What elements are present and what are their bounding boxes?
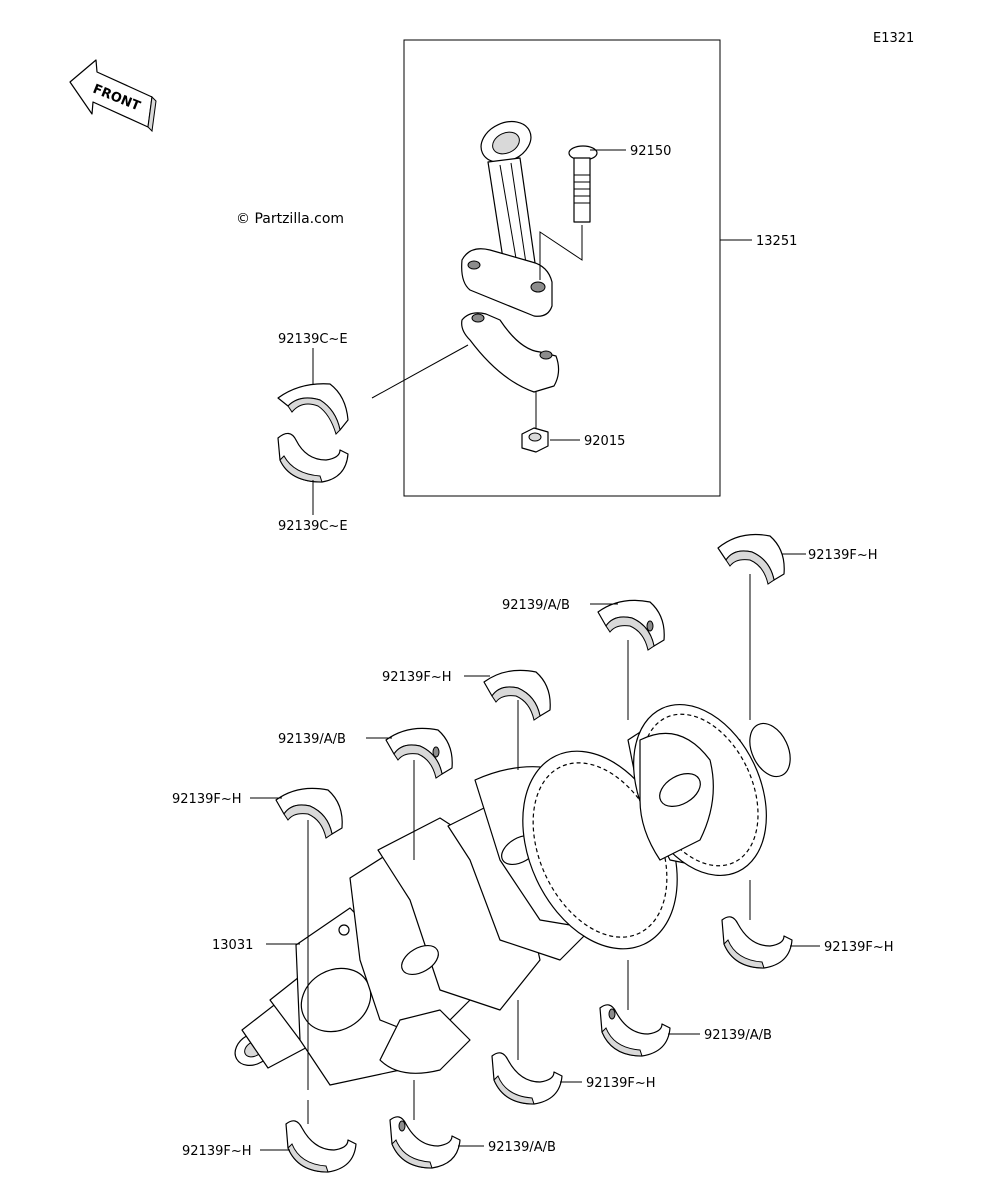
main-bearing-5 [275,787,343,839]
callout-92139ce-bottom: 92139C~E [278,519,348,534]
callout-92139ab-b: 92139/A/B [278,732,346,747]
main-bearing-9 [389,1116,461,1169]
main-bearing-2 [597,599,665,651]
main-bearing-3 [483,669,551,721]
callout-92139fh-a: 92139F~H [808,548,878,563]
callout-92139fh-e: 92139F~H [586,1076,656,1091]
callout-92139ce-top: 92139C~E [278,332,348,347]
main-bearing-8 [491,1052,563,1105]
callout-13031: 13031 [212,938,253,953]
callout-13251: 13251 [756,234,797,249]
front-arrow-icon: FRONT [69,59,157,133]
callout-92150: 92150 [630,144,671,159]
connecting-rod-cap [461,312,560,393]
callout-92139ab-a: 92139/A/B [502,598,570,613]
connecting-rod [461,120,553,317]
callout-92139fh-d: 92139F~H [824,940,894,955]
nut-92015 [521,427,549,453]
main-bearing-10 [285,1120,357,1173]
callout-92139fh-c: 92139F~H [172,792,242,807]
bolt-leader-line [539,225,583,280]
bolt-92150 [568,145,598,223]
callout-92139fh-f: 92139F~H [182,1144,252,1159]
callout-92139ab-d: 92139/A/B [488,1140,556,1155]
rod-bearing-lower [277,432,349,483]
callout-92015: 92015 [584,434,625,449]
main-bearing-1 [717,533,785,585]
main-bearing-7 [599,1004,671,1057]
main-bearing-6 [721,916,793,969]
callout-92139fh-b: 92139F~H [382,670,452,685]
main-bearing-4 [385,727,453,779]
crankshaft-13031 [234,703,791,1086]
callout-92139ab-c: 92139/A/B [704,1028,772,1043]
bearing-leader-line [371,344,469,399]
conrod-group-box [403,39,721,497]
rod-bearing-upper [277,383,349,435]
diagram-code: E1321 [873,31,914,46]
watermark-text: © Partzilla.com [236,211,344,227]
